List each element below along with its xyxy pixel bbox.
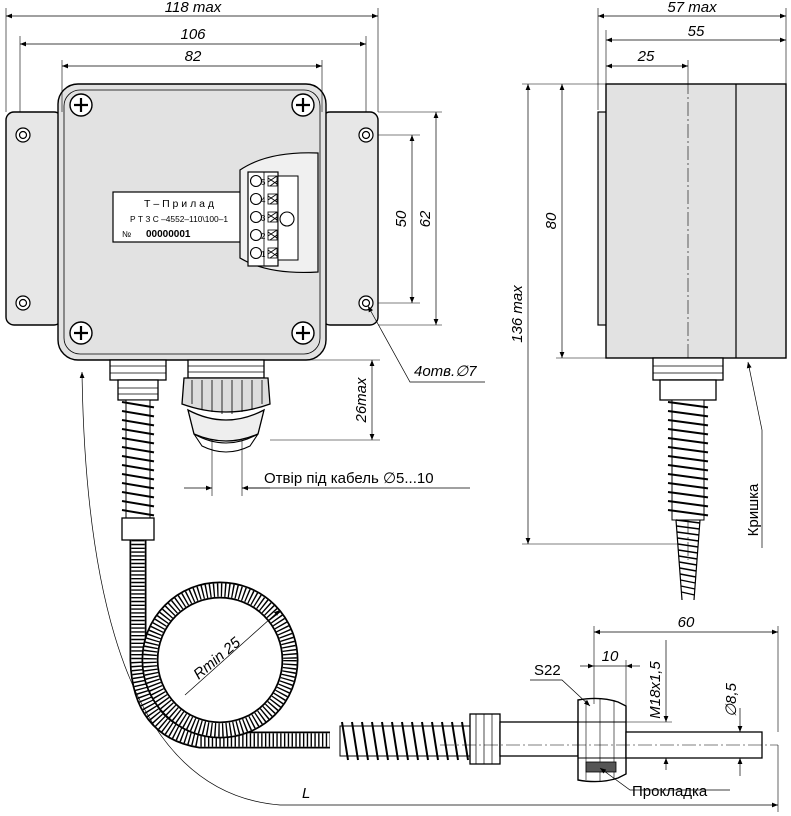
dim-side-height: 80 [543, 212, 560, 229]
screw-icon [69, 321, 93, 345]
dim-total-height: 136 max [509, 285, 526, 343]
nameplate-model: Р Т З С –4552–110\100–1 [130, 214, 228, 224]
terminal-number: 5 [261, 178, 266, 187]
terminal-number: 1 [261, 250, 266, 259]
terminal-screw-icon [249, 246, 263, 260]
terminal-clamp [267, 211, 278, 223]
holes-note: 4отв.∅7 [414, 363, 477, 380]
dim-length: L [302, 785, 310, 802]
hose-rib [681, 591, 695, 596]
bend-radius: Rmin 25 [190, 634, 244, 683]
mounting-holes [15, 127, 374, 311]
terminal-screw-icon [249, 228, 263, 242]
terminal-clamp [267, 247, 278, 259]
terminal-number: 4 [261, 196, 266, 205]
right-mounting-flange [321, 111, 379, 326]
dim-body-height: 62 [417, 210, 434, 227]
dim-overall-width: 118 max [165, 0, 222, 16]
screw-icon [291, 93, 315, 117]
nameplate-number-sign: № [122, 229, 131, 239]
cable-gland-right [181, 359, 271, 453]
dim-holes-spacing: 82 [185, 48, 202, 65]
dim-probe-length: 60 [678, 614, 695, 631]
dim-body-width: 106 [180, 26, 206, 43]
dimensions-side: 57 max 55 25 80 136 max Кришка [509, 0, 787, 548]
dim-holes-vertical: 50 [393, 210, 410, 227]
housing-lid-edge [63, 89, 321, 355]
cable-hole-note: Отвір під кабель ∅5...10 [264, 470, 434, 487]
dim-side-depth: 57 max [667, 0, 717, 16]
spring-probe [339, 721, 471, 761]
cable-gland-left [109, 359, 167, 401]
nameplate: Т – П р и л а д Р Т З С –4552–110\100–1 … [112, 191, 246, 243]
dimensions-front: 118 max 106 82 50 62 4отв.∅7 26max Отвір… [5, 0, 779, 812]
dim-probe-diameter: ∅8,5 [723, 682, 740, 717]
screw-icon [69, 93, 93, 117]
spring-relief [121, 399, 155, 541]
hose-rib [679, 567, 697, 572]
wrench-size: S22 [534, 662, 561, 679]
terminal-screw-icon [249, 210, 263, 224]
nameplate-maker: Т – П р и л а д [144, 198, 214, 210]
terminal-screw-icon [249, 192, 263, 206]
screw-icon [291, 321, 315, 345]
terminal-clamp [267, 175, 278, 187]
terminal-clamp [267, 229, 278, 241]
dim-side-base: 25 [637, 48, 655, 65]
terminal-screw-icon [249, 174, 263, 188]
dim-thread: M18x1,5 [647, 661, 664, 719]
cover-screws [69, 93, 315, 345]
gasket-label: Прокладка [632, 783, 708, 800]
hose-rib [679, 561, 697, 566]
dim-thread-length: 10 [602, 648, 619, 665]
dim-gland-height: 26max [353, 377, 370, 424]
hose-rib [678, 555, 698, 560]
gasket [585, 761, 617, 773]
terminal-clamp [267, 193, 278, 205]
nameplate-serial: 00000001 [146, 229, 191, 240]
terminal-block: 5 4 3 2 1 [239, 152, 319, 274]
dim-side-body: 55 [688, 23, 705, 40]
left-mounting-flange [5, 111, 63, 326]
cover-label: Кришка [745, 483, 762, 536]
hose-rib [680, 585, 696, 590]
hose-rib [679, 573, 697, 578]
hose-rib [680, 579, 696, 584]
terminal-number: 3 [261, 214, 266, 223]
terminal-number: 2 [261, 232, 266, 241]
